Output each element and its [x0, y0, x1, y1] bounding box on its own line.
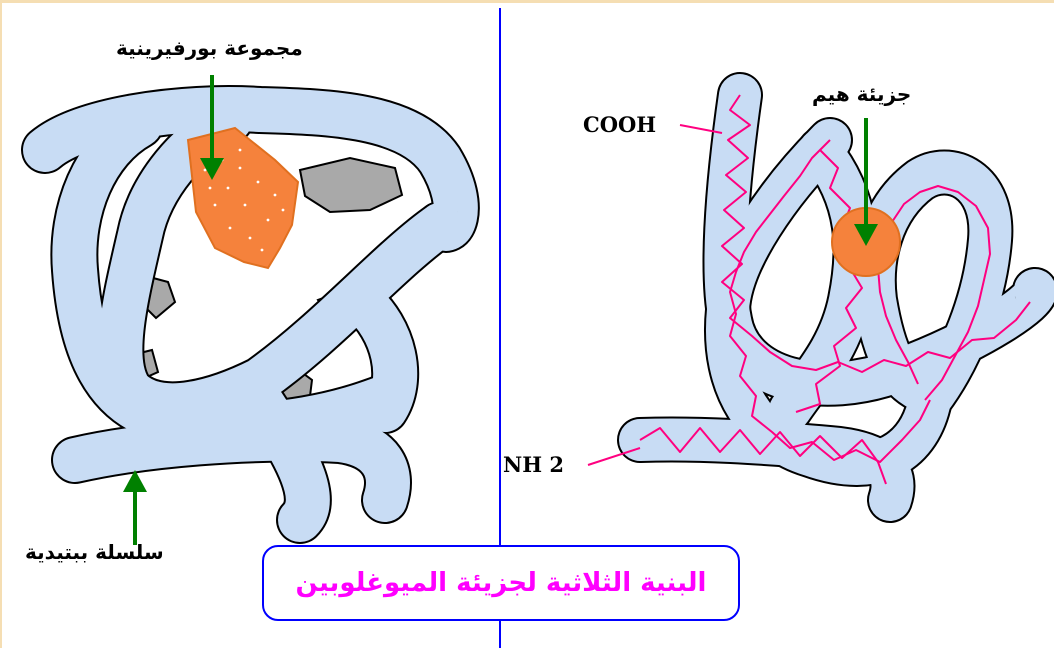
right-protein-model: [588, 95, 1035, 500]
peptide-chain-label: سلسلة ببتيدية: [25, 540, 164, 564]
title-box: البنية الثلاثية لجزيئة الميوغلوبين: [262, 545, 740, 621]
left-protein-model: [45, 75, 456, 545]
diagram-title: البنية الثلاثية لجزيئة الميوغلوبين: [296, 568, 707, 598]
porphyrin-group-label: مجموعة بورفيرينية: [116, 36, 303, 60]
peptide-chain-arrow: [123, 470, 147, 545]
nh2-label: NH 2: [503, 452, 564, 477]
pocket-shape: [300, 158, 402, 212]
heme-molecule-label: جزيئة هيم: [812, 82, 911, 106]
cooh-label: COOH: [583, 112, 656, 137]
porphyrin-group-shape: [188, 128, 298, 268]
